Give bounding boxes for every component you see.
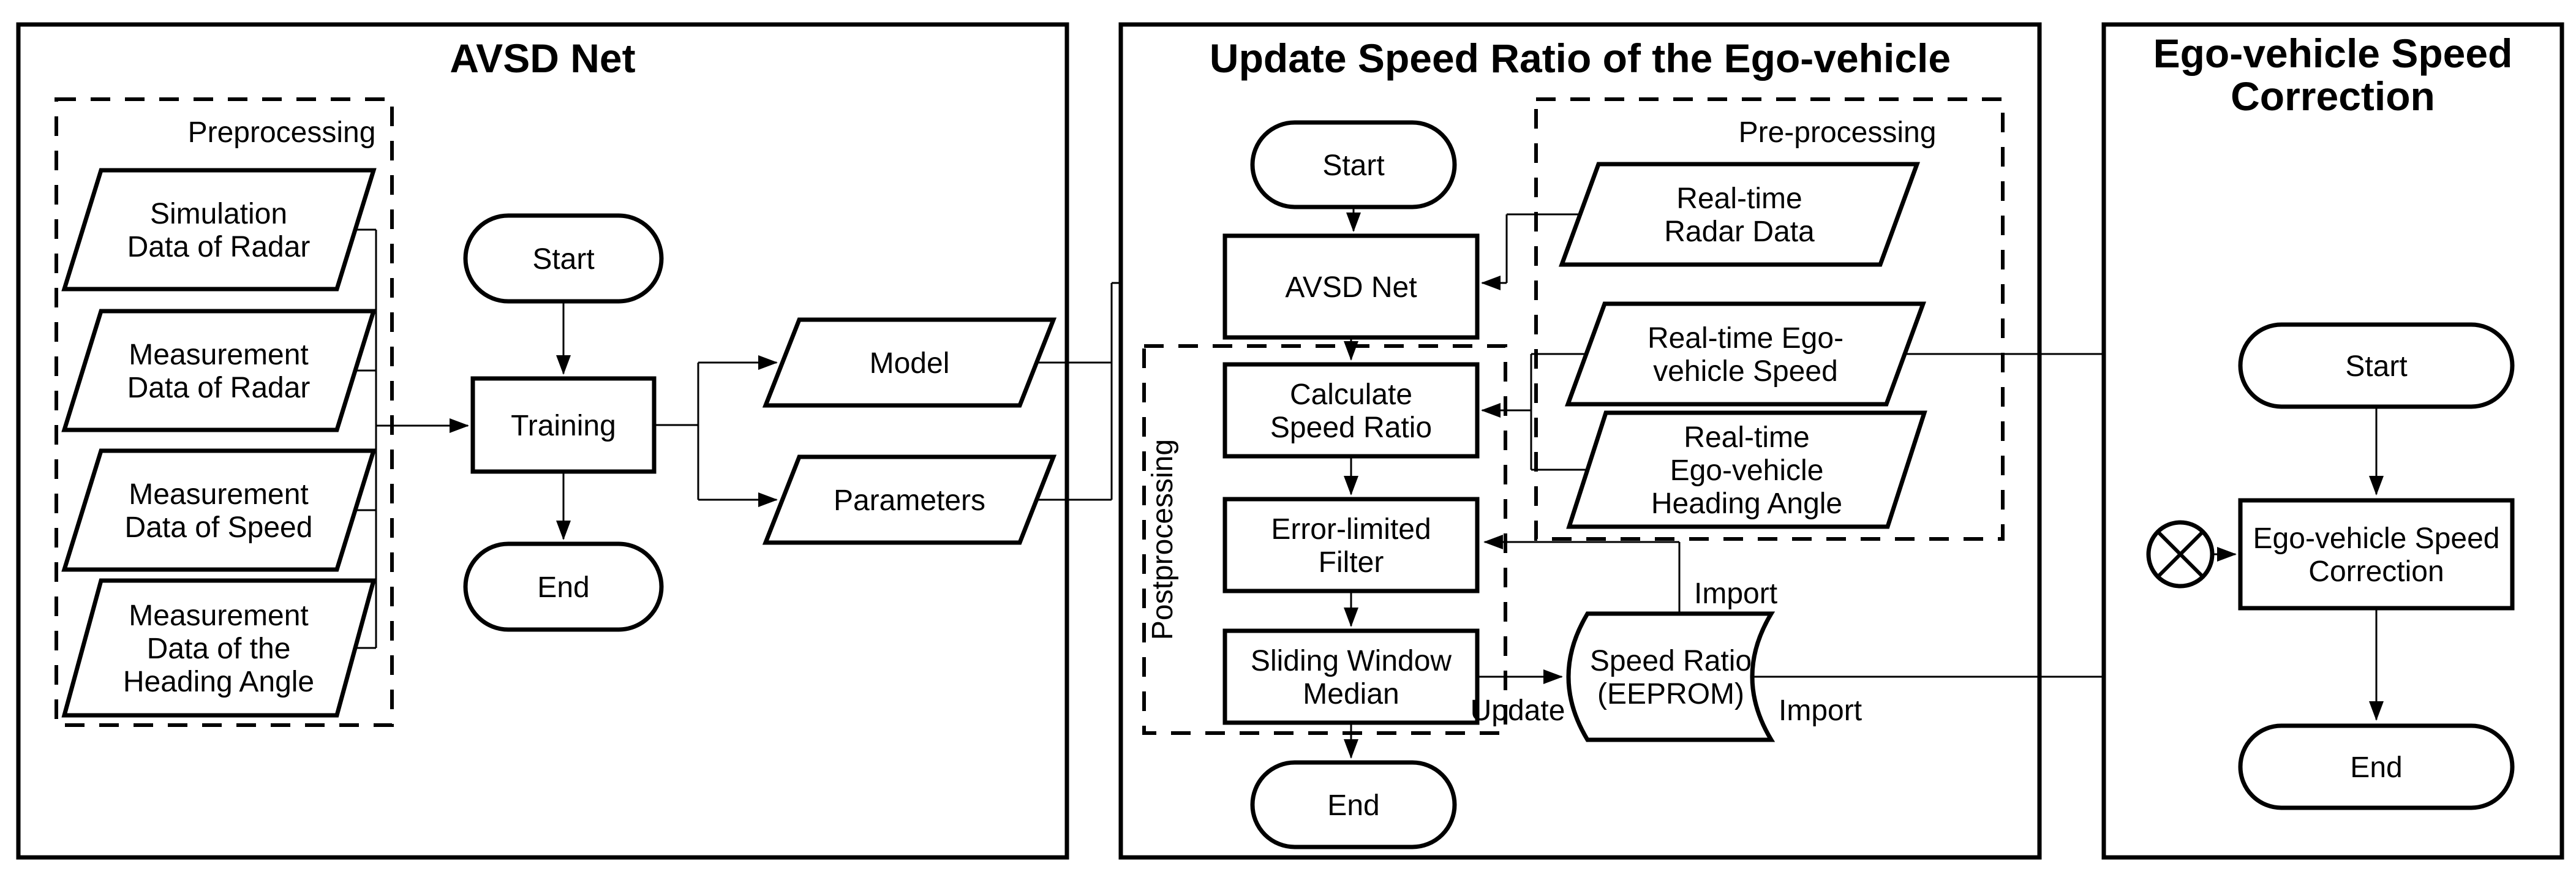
panel-ego-vehicle-speed-correction-title: Correction	[2231, 73, 2435, 119]
node-speed-ratio-eeprom-label: Speed Ratio	[1590, 645, 1752, 677]
node-model-label: Model	[870, 347, 950, 380]
node-error-limited-filter-label: Filter	[1319, 546, 1384, 579]
node-measurement-data-of-speed-label: Data of Speed	[125, 511, 313, 544]
node-simulation-data-of-radar-label: Data of Radar	[127, 231, 311, 263]
node-right-end	[2238, 723, 2515, 810]
node-right-start-label: Start	[2345, 350, 2407, 383]
panel-update-speed-ratio: Update Speed Ratio of the Ego-vehicle St…	[1118, 22, 2188, 860]
panel-update-speed-ratio-title: Update Speed Ratio of the Ego-vehicle	[1210, 36, 1951, 81]
node-parameters	[762, 454, 1057, 545]
panel-avsd-net: AVSD Net Preprocessing Simulation Data o…	[16, 22, 1069, 860]
node-realtime-radar-data-label: Radar Data	[1664, 216, 1815, 248]
edge-label-update: Update	[1471, 694, 1565, 727]
node-measurement-data-of-speed	[61, 448, 377, 572]
node-training-label: Training	[511, 410, 616, 442]
node-realtime-ego-vehicle-heading-angle-label: Real-time	[1684, 421, 1809, 454]
node-calculate-speed-ratio-label: Speed Ratio	[1270, 412, 1432, 444]
node-realtime-radar-data-label: Real-time	[1676, 183, 1802, 215]
node-measurement-data-of-heading-angle-label: Measurement	[129, 600, 308, 632]
group-postprocessing-label: Postprocessing	[1147, 439, 1179, 640]
node-measurement-data-of-heading-angle-label: Data of the	[147, 633, 291, 665]
node-middle-end	[1250, 760, 1457, 849]
node-sliding-window-median	[1222, 628, 1480, 725]
node-calculate-speed-ratio-label: Calculate	[1290, 378, 1412, 411]
panel-avsd-net-title: AVSD Net	[450, 36, 635, 81]
node-realtime-ego-vehicle-heading-angle	[1566, 410, 1927, 529]
node-model	[762, 317, 1057, 408]
node-middle-end-label: End	[1327, 789, 1379, 822]
panel-ego-vehicle-speed-correction: Ego-vehicle Speed Correction Start Ego-v…	[2101, 22, 2564, 860]
node-speed-ratio-eeprom-label: (EEPROM)	[1597, 678, 1744, 710]
multiply-junction-icon	[2156, 530, 2204, 578]
node-avsd-net-label: AVSD Net	[1285, 271, 1417, 304]
group-pre-processing-label: Pre-processing	[1739, 116, 1937, 149]
group-postprocessing-box	[1142, 344, 1507, 735]
node-right-end-label: End	[2350, 751, 2402, 784]
node-realtime-ego-vehicle-speed-label: vehicle Speed	[1653, 355, 1838, 388]
node-parameters-label: Parameters	[834, 484, 985, 517]
node-middle-start-label: Start	[1322, 149, 1384, 182]
node-error-limited-filter-label: Error-limited	[1271, 513, 1431, 546]
node-calculate-speed-ratio	[1222, 362, 1480, 459]
node-measurement-data-of-heading-angle	[61, 578, 377, 718]
node-measurement-data-of-speed-label: Measurement	[129, 478, 308, 511]
node-ego-vehicle-speed-correction-label: Ego-vehicle Speed	[2253, 522, 2500, 555]
node-measurement-data-of-heading-angle-label: Heading Angle	[123, 666, 314, 698]
group-preprocessing-label: Preprocessing	[188, 116, 376, 149]
group-pre-processing-box	[1534, 97, 2005, 541]
node-realtime-ego-vehicle-speed	[1564, 301, 1927, 407]
node-left-start-label: Start	[532, 243, 594, 276]
node-speed-ratio-eeprom	[1566, 611, 1776, 742]
node-sliding-window-median-label: Median	[1303, 678, 1399, 710]
node-measurement-data-of-radar-label: Measurement	[129, 339, 308, 371]
node-simulation-data-of-radar	[61, 168, 377, 292]
node-simulation-data-of-radar-label: Simulation	[150, 198, 287, 230]
node-ego-vehicle-speed-correction	[2238, 498, 2515, 611]
node-measurement-data-of-radar-label: Data of Radar	[127, 372, 311, 404]
node-realtime-ego-vehicle-speed-label: Real-time Ego-	[1648, 322, 1843, 355]
panel-ego-vehicle-speed-correction-title: Ego-vehicle Speed	[2153, 31, 2513, 76]
node-realtime-ego-vehicle-heading-angle-label: Ego-vehicle	[1670, 454, 1824, 487]
node-left-end-label: End	[537, 571, 589, 604]
node-measurement-data-of-radar	[61, 309, 377, 432]
node-ego-vehicle-speed-correction-label: Correction	[2308, 555, 2444, 588]
edge-label-import-top: Import	[1694, 578, 1777, 610]
edge-label-import-right: Import	[1779, 694, 1862, 727]
node-realtime-radar-data	[1558, 162, 1921, 267]
node-left-end	[463, 541, 664, 632]
panel-ego-vehicle-speed-correction-border	[2101, 22, 2564, 860]
node-realtime-ego-vehicle-heading-angle-label: Heading Angle	[1651, 487, 1842, 520]
node-training	[470, 376, 657, 474]
node-sliding-window-median-label: Sliding Window	[1251, 645, 1452, 677]
node-avsd-net	[1222, 233, 1480, 340]
